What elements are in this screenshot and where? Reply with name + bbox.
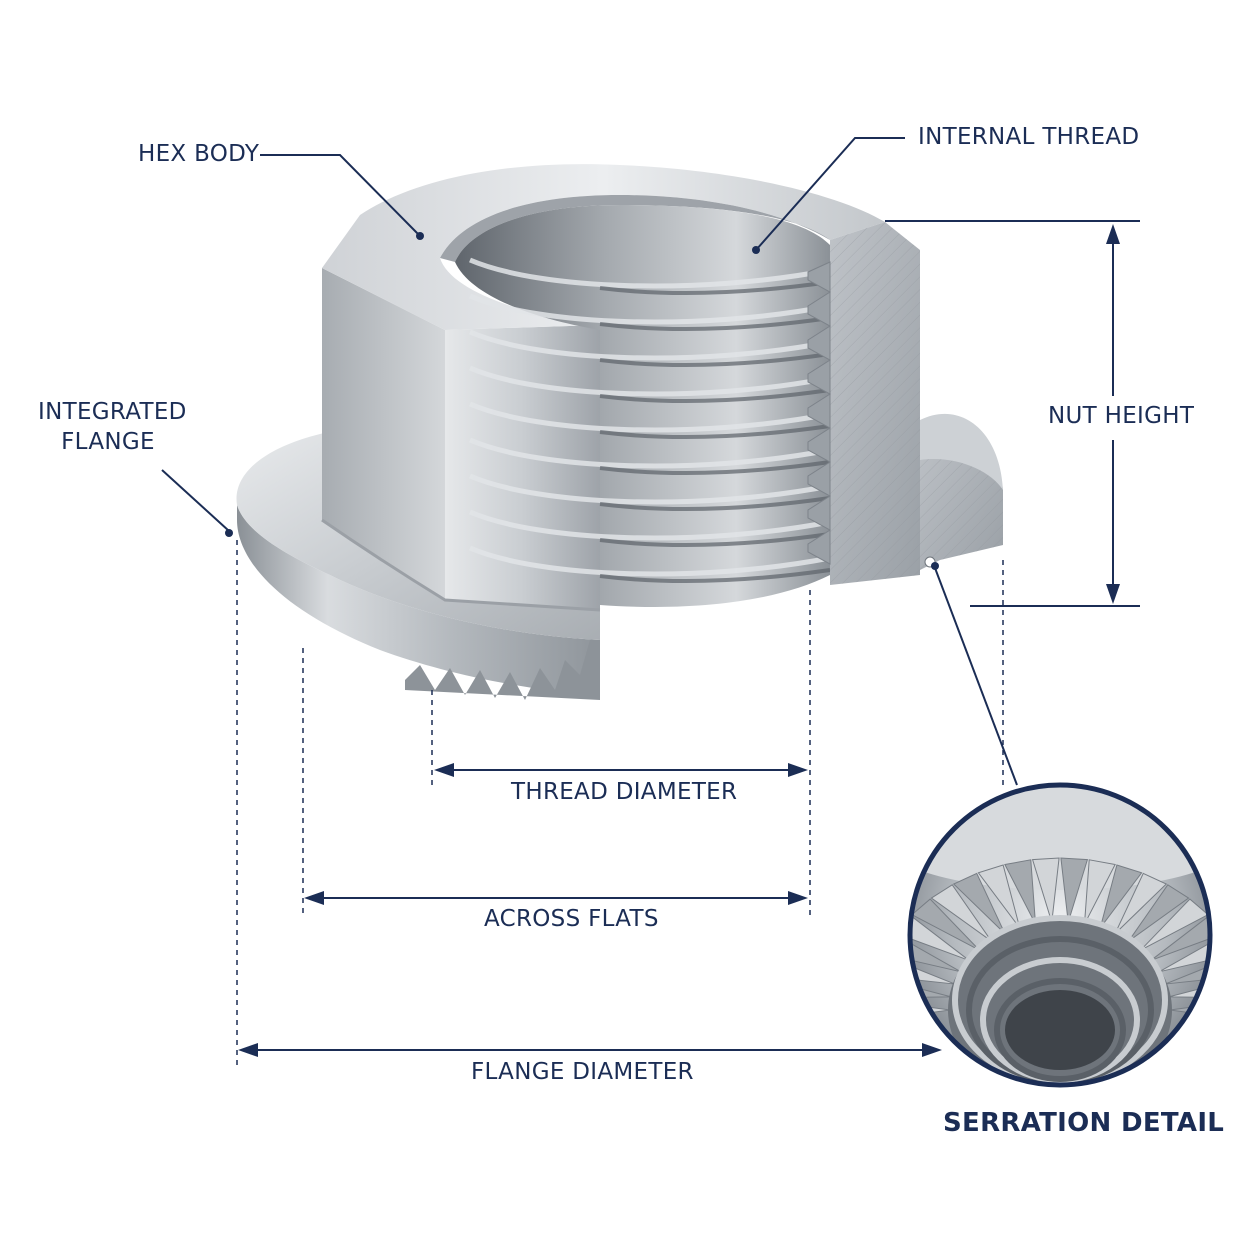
thread-band-shadow bbox=[599, 568, 831, 584]
nut-height-label: NUT HEIGHT bbox=[1048, 403, 1195, 429]
integrated-flange-label-line2: FLANGE bbox=[61, 428, 155, 455]
detail-thread-ring bbox=[994, 978, 1126, 1082]
thread-band-shadow bbox=[599, 280, 831, 296]
serration-tooth bbox=[930, 884, 992, 942]
serration-tooth bbox=[1004, 859, 1037, 925]
thread-band-shadow bbox=[599, 532, 831, 548]
serration-tooth bbox=[1083, 859, 1116, 925]
thread-band-highlight bbox=[469, 437, 831, 469]
thread-band-shadow bbox=[599, 388, 831, 404]
serration-tooth bbox=[910, 933, 962, 973]
serration-tooth bbox=[1060, 857, 1089, 923]
thread-band-highlight bbox=[469, 545, 831, 577]
serration-tooth bbox=[952, 872, 1006, 935]
serration-tooth bbox=[1031, 857, 1060, 923]
thread-band-shadow bbox=[599, 460, 831, 476]
thread-band-highlight bbox=[469, 509, 831, 541]
serration-tooth bbox=[977, 864, 1021, 929]
hex-body-shape bbox=[321, 164, 885, 612]
thread-band-highlight bbox=[469, 329, 831, 361]
internal-thread-label: INTERNAL THREAD bbox=[918, 124, 1140, 150]
thread-band-highlight bbox=[469, 365, 831, 397]
thread-band-shadow bbox=[599, 424, 831, 440]
serration-tooth bbox=[1099, 864, 1143, 929]
thread-diameter-label: THREAD DIAMETER bbox=[511, 779, 738, 805]
serration-tooth bbox=[1114, 872, 1168, 935]
integrated-flange-label-line1: INTEGRATED bbox=[38, 399, 187, 425]
flange-diameter-label: FLANGE DIAMETER bbox=[471, 1059, 694, 1085]
thread-band-shadow bbox=[599, 316, 831, 332]
serration-tooth bbox=[911, 898, 980, 951]
serration-detail-label: SERRATION DETAIL bbox=[943, 1108, 1225, 1138]
hex-body-label: HEX BODY bbox=[138, 141, 260, 167]
thread-band-shadow bbox=[599, 496, 831, 512]
thread-band-shadow bbox=[599, 352, 831, 368]
serration-tooth bbox=[1128, 884, 1190, 942]
serration-tooth bbox=[1150, 915, 1210, 961]
thread-band-highlight bbox=[469, 473, 831, 505]
serration-tooth bbox=[910, 915, 970, 961]
internal-thread-shape bbox=[455, 205, 831, 607]
serration-tooth bbox=[1158, 933, 1210, 973]
serration-tooth bbox=[1140, 898, 1209, 951]
cross-section-shape bbox=[807, 222, 936, 585]
across-flats-label: ACROSS FLATS bbox=[484, 906, 659, 932]
annotation-lines bbox=[161, 137, 1140, 1068]
thread-band-highlight bbox=[469, 257, 831, 289]
thread-band-highlight bbox=[469, 401, 831, 433]
integrated-flange-label: INTEGRATED FLANGE bbox=[38, 398, 187, 458]
thread-band-highlight bbox=[469, 293, 831, 325]
serration-detail-inset bbox=[907, 782, 1213, 1088]
